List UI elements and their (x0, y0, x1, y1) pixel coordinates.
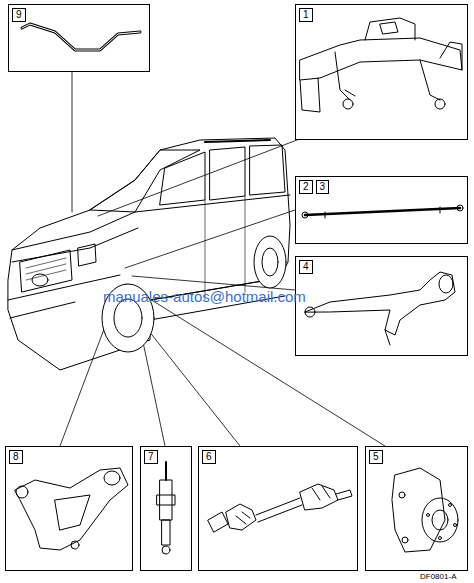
callout-panel: 4 (295, 256, 468, 356)
callout-panel: 7 (140, 446, 192, 571)
callout-panel: 6 (198, 446, 358, 571)
callout-number: 1 (299, 8, 313, 22)
leader-lines (60, 72, 385, 446)
callout-panel: 8 (5, 446, 133, 571)
callout-number: 8 (9, 450, 23, 464)
callout-number: 7 (144, 450, 158, 464)
callout-panel: 9 (8, 4, 150, 72)
vehicle (8, 138, 290, 370)
callout-number: 2 (299, 180, 313, 194)
callout-panel: 23 (295, 176, 468, 244)
figure-code: DF0801-A (420, 572, 456, 581)
callout-number: 6 (202, 450, 216, 464)
callout-number: 3 (316, 180, 330, 194)
halfshaft (208, 484, 352, 532)
crossmember (300, 18, 462, 112)
knuckle-hub (392, 468, 458, 552)
callout-panel: 5 (365, 446, 468, 571)
callout-panel: 1 (295, 4, 468, 140)
watermark: manuales-autos@hotmail.com (103, 288, 306, 305)
callout-number: 4 (299, 260, 313, 274)
callout-number: 9 (12, 8, 26, 22)
callout-number: 5 (369, 450, 383, 464)
